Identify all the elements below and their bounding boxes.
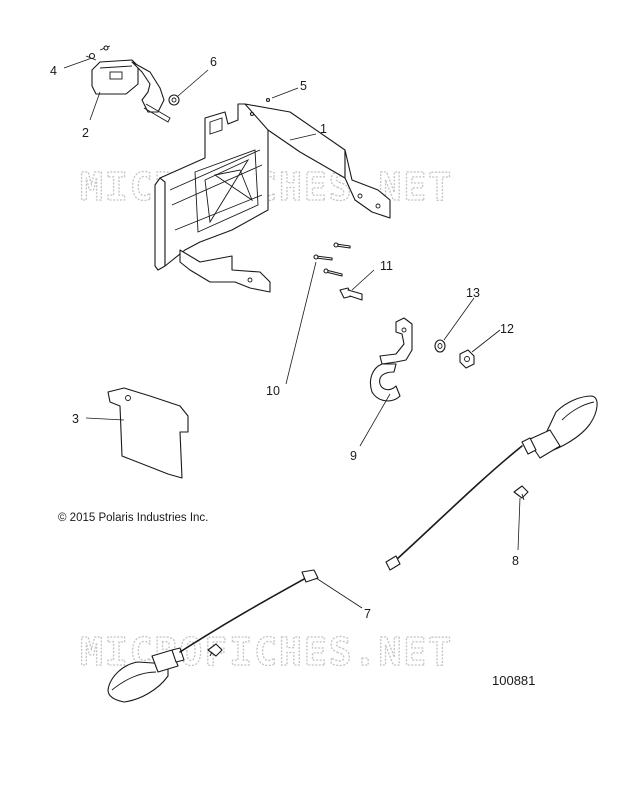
drawing-number: 100881 — [492, 673, 535, 688]
leader-7 — [315, 577, 363, 609]
callout-7: 7 — [364, 607, 371, 621]
leader-8 — [517, 497, 521, 551]
callout-10: 10 — [266, 384, 280, 398]
callout-11: 11 — [380, 259, 393, 273]
fastener-part-5 — [265, 97, 271, 103]
turn-signal-right — [385, 395, 598, 571]
fastener-small — [249, 111, 255, 117]
leader-5 — [271, 87, 299, 99]
bracket-part-9 — [369, 317, 413, 402]
screw-lower — [207, 643, 223, 657]
nut-part-6 — [168, 94, 180, 106]
nut-part-12 — [459, 349, 475, 369]
leader-2 — [89, 91, 101, 121]
turn-signal-left — [107, 569, 319, 703]
license-light-housing — [91, 59, 171, 123]
callout-6: 6 — [210, 55, 217, 69]
leader-12 — [471, 329, 501, 353]
leader-4 — [63, 57, 93, 69]
leader-1 — [289, 133, 317, 141]
leader-9 — [359, 393, 391, 447]
callout-13: 13 — [466, 286, 480, 300]
callout-3: 3 — [72, 412, 79, 426]
leader-3 — [85, 417, 125, 421]
leader-11 — [351, 269, 375, 291]
callout-2: 2 — [82, 126, 89, 140]
callout-12: 12 — [500, 322, 514, 336]
leader-6 — [177, 69, 209, 97]
washer-part-13 — [434, 339, 446, 353]
screw-part-8 — [513, 485, 529, 501]
plate-part-3 — [107, 387, 189, 479]
callout-1: 1 — [320, 122, 327, 136]
license-plate-bracket — [154, 103, 391, 293]
callout-4: 4 — [50, 64, 57, 78]
screws-part-10 — [313, 242, 351, 277]
screw-part-4 — [85, 45, 111, 61]
bolt-part-11 — [339, 287, 363, 301]
copyright-notice: © 2015 Polaris Industries Inc. — [58, 512, 208, 524]
leader-10 — [285, 261, 317, 385]
callout-8: 8 — [512, 554, 519, 568]
callout-9: 9 — [350, 449, 357, 463]
leader-13 — [443, 297, 475, 341]
callout-5: 5 — [300, 79, 307, 93]
